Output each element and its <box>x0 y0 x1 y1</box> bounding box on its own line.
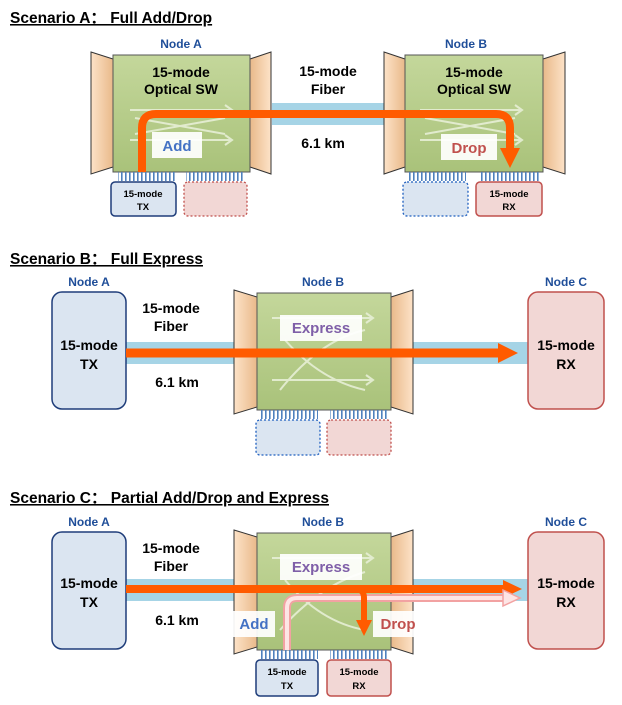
scenario-c-rx-box <box>527 531 605 650</box>
scenario-c-local-rx-label-2: RX <box>352 681 366 692</box>
scenario-b-node-b-label: Node B <box>302 275 344 289</box>
scenario-c-drop-box <box>373 611 423 637</box>
scenario-c-node-b-label: Node B <box>302 515 344 529</box>
scenario-b-title: Scenario B： Full Express <box>10 251 203 268</box>
scenario-b-fiber-label-1: 15-mode <box>142 300 200 316</box>
scenario-a-empty-tx-slot <box>402 181 469 217</box>
scenario-c-title: Scenario C： Partial Add/Drop and Express <box>10 490 329 507</box>
scenario-b-node-c-label: Node C <box>545 275 587 289</box>
scenario-c-local-rx-box <box>326 659 392 697</box>
scenario-b-rx-box <box>527 291 605 410</box>
scenario-c-local-tx-label-1: 15-mode <box>267 667 306 678</box>
scenario-a-sw-b-label-1: 15-mode <box>445 64 503 80</box>
scenario-a-add-box <box>152 132 202 158</box>
scenario-a-tx-label-1: 15-mode <box>123 189 162 200</box>
scenario-c-local-rx-label-1: 15-mode <box>339 667 378 678</box>
scenario-c-add-box <box>233 611 275 637</box>
scenario-c-add-path-inner <box>285 596 505 650</box>
scenario-a-add-label: Add <box>162 138 191 155</box>
scenario-a-rx-label-1: 15-mode <box>489 189 528 200</box>
scenario-a-drop-box <box>441 134 497 160</box>
scenario-c-distance: 6.1 km <box>155 612 199 628</box>
scenario-a-sw-a-label-1: 15-mode <box>152 64 210 80</box>
scenario-a-node-a-label: Node A <box>160 37 202 51</box>
scenario-c-local-tx-label-2: TX <box>281 681 294 692</box>
scenario-b-express-label: Express <box>292 320 350 337</box>
scenario-c-drop-arrowhead <box>356 620 372 636</box>
scenario-c-rx-label-1: 15-mode <box>537 575 595 591</box>
scenario-a-rx-box <box>475 181 543 217</box>
scenario-a-node-b-label: Node B <box>445 37 487 51</box>
scenario-a-sw-b-label-2: Optical SW <box>437 81 512 97</box>
scenario-c-fiber-label-2: Fiber <box>154 558 189 574</box>
scenario-b-distance: 6.1 km <box>155 374 199 390</box>
scenario-a-signal-path <box>138 110 514 172</box>
scenario-a-fiber-label-2: Fiber <box>311 81 346 97</box>
scenario-c-local-tx-box <box>255 659 319 697</box>
scenario-c-drop-label: Drop <box>381 616 416 633</box>
scenario-b-empty-tx-slot <box>255 419 321 456</box>
scenario-a-drop-label: Drop <box>452 140 487 157</box>
scenario-a-distance: 6.1 km <box>301 135 345 151</box>
scenario-c-express-label: Express <box>292 559 350 576</box>
scenario-b-empty-rx-slot <box>326 419 392 456</box>
scenario-a-rx-label-2: RX <box>502 202 516 213</box>
scenario-c-node-a-label: Node A <box>68 515 110 529</box>
scenario-a-tx-box <box>110 181 177 217</box>
scenario-c-drop-path <box>258 586 367 622</box>
scenario-c-tx-label-1: 15-mode <box>60 575 118 591</box>
scenario-b-tx-label-1: 15-mode <box>60 337 118 353</box>
scenario-b-rx-label-1: 15-mode <box>537 337 595 353</box>
scenario-c-add-label: Add <box>239 616 268 633</box>
scenario-a-empty-rx-slot <box>183 181 248 217</box>
scenario-a-title: Scenario A： Full Add/Drop <box>10 10 212 27</box>
scenario-c-node-c-label: Node C <box>545 515 587 529</box>
scenario-b-rx-label-2: RX <box>556 356 576 372</box>
scenario-b-express-box <box>280 315 362 341</box>
scenario-b-signal-arrowhead <box>498 343 518 363</box>
scenario-c-tx-label-2: TX <box>80 594 99 610</box>
scenario-a-tx-label-2: TX <box>137 202 150 213</box>
scenario-c-rx-label-2: RX <box>556 594 576 610</box>
scenario-b-node-a-label: Node A <box>68 275 110 289</box>
scenario-b-tx-label-2: TX <box>80 356 99 372</box>
scenario-a-sw-a-label-2: Optical SW <box>144 81 219 97</box>
scenario-b-fiber-label-2: Fiber <box>154 318 189 334</box>
scenario-c-fiber-label-1: 15-mode <box>142 540 200 556</box>
scenario-a-signal-arrowhead <box>500 148 520 168</box>
scenario-c-add-arrowhead <box>502 588 522 608</box>
scenario-a-fiber-label-1: 15-mode <box>299 63 357 79</box>
scenario-c-express-box <box>280 554 362 580</box>
